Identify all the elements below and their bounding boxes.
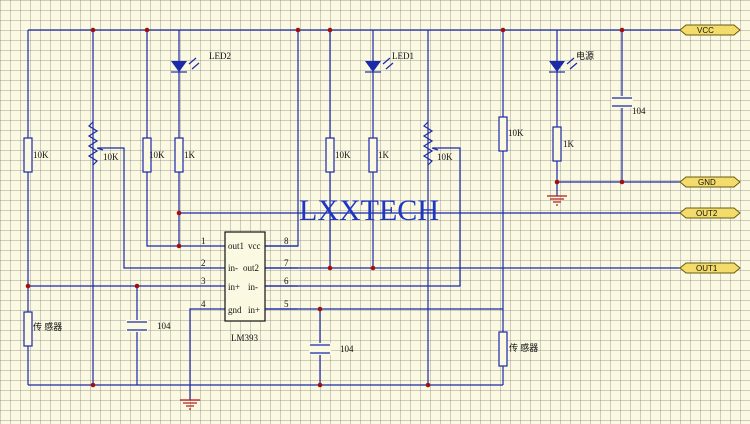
resistor-r8-label: 10K: [508, 128, 524, 138]
chip-name: LM393: [231, 333, 259, 343]
junction-dots: [25, 27, 625, 388]
port-out1: OUT1: [679, 262, 741, 274]
ground-symbol-1: [180, 399, 200, 410]
chip-pin-8: 8: [284, 236, 289, 246]
potentiometer-2-label: 10K: [437, 152, 453, 162]
resistor-r8: 10K: [498, 116, 524, 152]
capacitor-c3-label: 104: [632, 106, 646, 116]
potentiometer-1-label: 10K: [103, 152, 119, 162]
potentiometer-1: 10K: [87, 121, 119, 166]
capacitor-c1-label: 104: [157, 321, 171, 331]
port-out2-label: OUT2: [696, 209, 718, 218]
chip-label-out2: out2: [243, 263, 259, 273]
chip-pin-5: 5: [284, 299, 289, 309]
chip-pin-2: 2: [201, 258, 206, 268]
chip-pin-3: 3: [201, 276, 206, 286]
chip-label-out1: out1: [228, 241, 244, 251]
sensor-2: 传 感器: [498, 331, 538, 367]
watermark-text: LXXTECH: [299, 194, 439, 227]
resistor-r6: 1K: [368, 137, 390, 173]
capacitor-c2-label: 104: [340, 344, 354, 354]
chip-label-in-plus-1: in+: [228, 282, 240, 292]
potentiometer-2: 10K: [422, 121, 453, 166]
chip-pin-4: 4: [201, 299, 206, 309]
resistor-r9-label: 1K: [563, 139, 575, 149]
led-2-label: LED2: [209, 51, 231, 61]
resistor-r5: 10K: [325, 137, 351, 173]
ground-symbol-2: [547, 195, 567, 206]
resistor-r3: 10K: [142, 137, 165, 173]
chip-label-gnd: gnd: [228, 305, 242, 315]
led-1: LED1: [365, 51, 414, 73]
capacitor-c1: 104: [126, 320, 171, 332]
capacitor-c2: 104: [309, 343, 354, 355]
led-power-label: 电源: [576, 50, 594, 61]
chip-label-vcc: vcc: [248, 241, 261, 251]
chip-pin-1: 1: [201, 236, 206, 246]
sensor-1: 传 感器: [23, 311, 62, 347]
resistor-r1-label: 10K: [33, 150, 49, 160]
led-2: LED2: [171, 51, 231, 73]
port-vcc-label: VCC: [697, 26, 714, 35]
lm393-chip: 1 2 3 4 8 7 6 5 out1 in- in+ gnd vcc out…: [200, 231, 298, 343]
port-vcc: VCC: [679, 24, 741, 36]
chip-pin-6: 6: [284, 276, 289, 286]
port-gnd-label: GND: [698, 178, 716, 187]
resistor-r5-label: 10K: [335, 150, 351, 160]
led-1-label: LED1: [392, 51, 414, 61]
sensor-1-label: 传 感器: [33, 321, 62, 332]
led-power: 电源: [549, 50, 594, 73]
chip-label-in-plus-2: in+: [248, 305, 260, 315]
chip-label-in-minus-1: in-: [228, 263, 238, 273]
port-out1-label: OUT1: [696, 264, 718, 273]
port-out2: OUT2: [679, 207, 741, 219]
sensor-2-label: 传 感器: [509, 342, 538, 353]
port-gnd: GND: [679, 176, 741, 188]
capacitor-c3: 104: [611, 96, 646, 116]
chip-label-in-minus-2: in-: [248, 282, 258, 292]
resistor-r3-label: 10K: [149, 150, 165, 160]
resistor-r6-label: 1K: [378, 150, 390, 160]
chip-pin-7: 7: [284, 258, 289, 268]
resistor-r9: 1K: [552, 126, 575, 162]
resistor-r1: 10K: [23, 137, 49, 173]
resistor-r4-label: 1K: [184, 150, 196, 160]
resistor-r4: 1K: [174, 137, 196, 173]
